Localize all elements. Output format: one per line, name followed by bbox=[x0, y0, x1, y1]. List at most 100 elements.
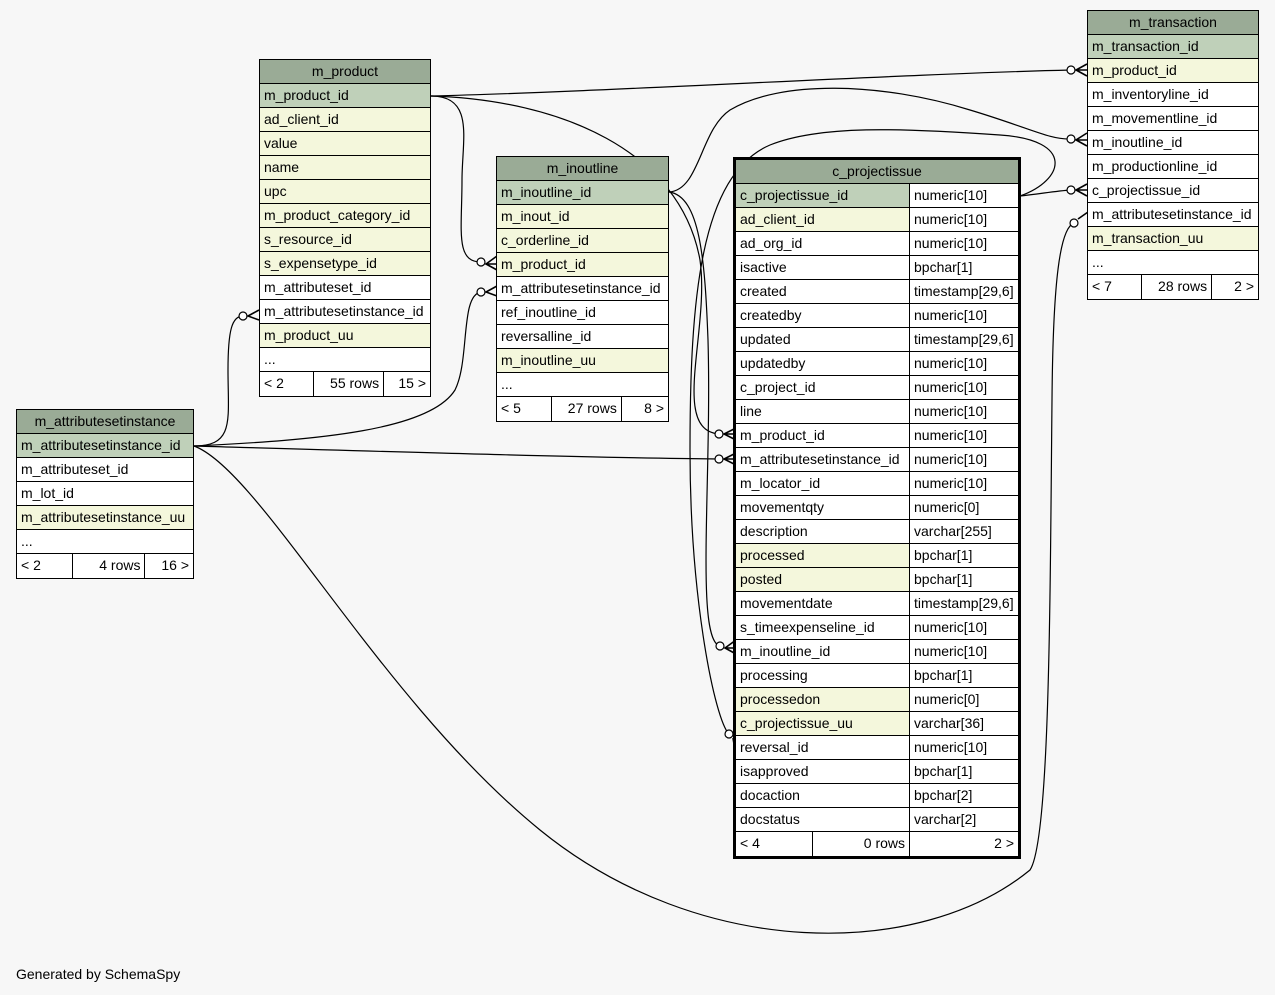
column-row[interactable]: m_attributesetinstance_id bbox=[17, 434, 193, 458]
column-row[interactable]: m_inoutline_id bbox=[1088, 131, 1258, 155]
column-row[interactable]: m_product_id bbox=[497, 253, 668, 277]
column-row[interactable]: m_transaction_uu bbox=[1088, 227, 1258, 251]
column-type: numeric[10] bbox=[909, 232, 1018, 255]
more-columns-row[interactable]: ... bbox=[497, 373, 668, 397]
column-name: m_product_uu bbox=[264, 327, 354, 343]
table-header[interactable]: m_product bbox=[260, 60, 430, 84]
table-title: c_projectissue bbox=[832, 163, 922, 179]
column-row[interactable]: m_product_category_id bbox=[260, 204, 430, 228]
column-row[interactable]: m_product_uu bbox=[260, 324, 430, 348]
column-row[interactable]: m_movementline_id bbox=[1088, 107, 1258, 131]
column-row[interactable]: c_orderline_id bbox=[497, 229, 668, 253]
table-header[interactable]: m_inoutline bbox=[497, 157, 668, 181]
column-row[interactable]: name bbox=[260, 156, 430, 180]
column-row[interactable]: ref_inoutline_id bbox=[497, 301, 668, 325]
children-link[interactable]: 8 > bbox=[644, 400, 664, 416]
column-name: m_movementline_id bbox=[1092, 110, 1218, 126]
edge-end-optional-icon bbox=[1066, 65, 1076, 75]
column-type: varchar[36] bbox=[909, 712, 1018, 735]
column-row[interactable]: m_inoutline_id bbox=[497, 181, 668, 205]
more-columns-row[interactable]: ... bbox=[1088, 251, 1258, 275]
parents-link[interactable]: < 7 bbox=[1088, 275, 1143, 299]
edge-end-optional-icon bbox=[476, 287, 486, 297]
parents-link[interactable]: < 2 bbox=[17, 554, 74, 578]
table-title: m_inoutline bbox=[546, 160, 619, 176]
column-type: varchar[255] bbox=[909, 520, 1018, 543]
column-row[interactable]: s_resource_id bbox=[260, 228, 430, 252]
parents-link[interactable]: < 5 bbox=[497, 397, 552, 421]
column-name: m_attributeset_id bbox=[264, 279, 372, 295]
column-row[interactable]: m_attributesetinstance_id bbox=[497, 277, 668, 301]
column-row[interactable]: m_attributeset_id bbox=[17, 458, 193, 482]
column-name: c_projectissue_id bbox=[1092, 182, 1201, 198]
parents-link[interactable]: < 4 bbox=[736, 832, 813, 856]
column-row[interactable]: reversalline_id bbox=[497, 325, 668, 349]
column-row[interactable]: m_transaction_id bbox=[1088, 35, 1258, 59]
column-name: m_productionline_id bbox=[1092, 158, 1218, 174]
column-row[interactable]: ad_client_id bbox=[260, 108, 430, 132]
row-count: 27 rows bbox=[552, 397, 622, 421]
column-row[interactable]: m_attributesetinstance_id bbox=[1088, 203, 1258, 227]
column-row[interactable]: value bbox=[260, 132, 430, 156]
more-columns-row[interactable]: ... bbox=[260, 348, 430, 372]
column-row[interactable]: m_product_id bbox=[260, 84, 430, 108]
column-name: m_inoutline_id bbox=[1092, 134, 1183, 150]
column-row[interactable]: m_lot_id bbox=[17, 482, 193, 506]
column-row[interactable]: m_inoutline_uu bbox=[497, 349, 668, 373]
more-columns-row[interactable]: ... bbox=[17, 530, 193, 554]
column-row[interactable]: s_expensetype_id bbox=[260, 252, 430, 276]
table-title: m_transaction bbox=[1129, 14, 1217, 30]
children-link[interactable]: 2 > bbox=[1234, 278, 1254, 294]
column-name: c_projectissue_id bbox=[736, 184, 909, 207]
children-link[interactable]: 16 > bbox=[161, 557, 189, 573]
column-row[interactable]: m_productionline_id bbox=[1088, 155, 1258, 179]
column-row[interactable]: m_product_id bbox=[1088, 59, 1258, 83]
column-row[interactable]: m_inout_id bbox=[497, 205, 668, 229]
children-link[interactable]: 2 > bbox=[994, 835, 1014, 851]
parents-link[interactable]: < 2 bbox=[260, 372, 315, 396]
column-row[interactable]: c_projectissue_id bbox=[1088, 179, 1258, 203]
table-header[interactable]: m_transaction bbox=[1088, 11, 1258, 35]
column-type: numeric[10] bbox=[909, 304, 1018, 327]
column-row[interactable]: m_attributeset_id bbox=[260, 276, 430, 300]
table-header[interactable]: c_projectissue bbox=[736, 160, 1018, 184]
column-row[interactable]: m_attributesetinstance_id bbox=[260, 300, 430, 324]
column-row[interactable]: m_inventoryline_id bbox=[1088, 83, 1258, 107]
table-header[interactable]: m_attributesetinstance bbox=[17, 410, 193, 434]
column-row[interactable]: upc bbox=[260, 180, 430, 204]
children-link[interactable]: 15 > bbox=[398, 375, 426, 391]
column-row[interactable]: m_attributesetinstance_uu bbox=[17, 506, 193, 530]
